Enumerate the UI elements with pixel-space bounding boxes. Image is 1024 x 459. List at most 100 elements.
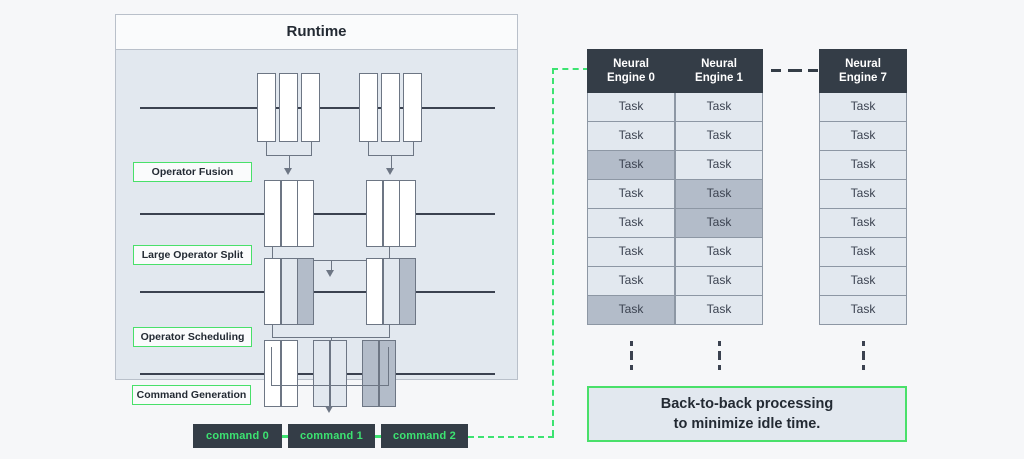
split-operator-segment bbox=[297, 258, 314, 325]
command-chip-0[interactable]: command 0 bbox=[193, 424, 282, 448]
task-cell[interactable]: Task bbox=[819, 151, 907, 180]
flow-line-row3 bbox=[140, 291, 495, 293]
engine-title-line1: Neural bbox=[845, 58, 881, 70]
command-chip-1[interactable]: command 1 bbox=[288, 424, 375, 448]
engine-column-1: Neural Engine 1 Task Task Task Task Task… bbox=[675, 49, 763, 325]
fused-operator-segment bbox=[264, 180, 281, 247]
task-cell[interactable]: Task bbox=[819, 296, 907, 325]
operator-block bbox=[279, 73, 298, 142]
continuation-dot bbox=[862, 351, 865, 360]
ellipsis-dash-icon bbox=[771, 69, 781, 72]
continuation-dot bbox=[862, 365, 865, 370]
merge-stem bbox=[390, 156, 392, 170]
engine-header-1: Neural Engine 1 bbox=[675, 49, 763, 93]
arrow-head-icon bbox=[326, 270, 334, 277]
stage-label-large-operator-split: Large Operator Split bbox=[133, 245, 252, 265]
task-cell[interactable]: Task bbox=[587, 180, 675, 209]
task-cell[interactable]: Task bbox=[587, 151, 675, 180]
task-cell[interactable]: Task bbox=[675, 122, 763, 151]
engine-title-line1: Neural bbox=[701, 58, 737, 70]
merge-bracket bbox=[266, 142, 312, 156]
split-operator-segment bbox=[366, 258, 383, 325]
flow-line-row2 bbox=[140, 213, 495, 215]
fused-operator-segment bbox=[280, 180, 298, 247]
task-cell[interactable]: Task bbox=[819, 93, 907, 122]
task-cell[interactable]: Task bbox=[675, 267, 763, 296]
task-cell[interactable]: Task bbox=[587, 296, 675, 325]
arrow-head-icon bbox=[284, 168, 292, 175]
runtime-title: Runtime bbox=[116, 15, 517, 50]
continuation-dot bbox=[630, 365, 633, 370]
task-cell[interactable]: Task bbox=[587, 267, 675, 296]
dispatch-route-vertical bbox=[552, 68, 554, 436]
task-cell[interactable]: Task bbox=[819, 122, 907, 151]
task-cell[interactable]: Task bbox=[675, 209, 763, 238]
continuation-dot bbox=[630, 351, 633, 360]
merge-bracket bbox=[272, 247, 390, 261]
task-cell[interactable]: Task bbox=[675, 238, 763, 267]
stage-label-operator-fusion: Operator Fusion bbox=[133, 162, 252, 182]
split-operator-segment bbox=[280, 258, 298, 325]
ellipsis-dash-icon bbox=[808, 69, 818, 72]
split-operator-segment bbox=[264, 258, 281, 325]
scheduled-operator-segment bbox=[378, 340, 396, 407]
merge-stem bbox=[288, 156, 290, 170]
task-cell[interactable]: Task bbox=[675, 296, 763, 325]
dispatch-route-bottom bbox=[468, 436, 554, 438]
ellipsis-dash-icon bbox=[788, 69, 802, 72]
fused-operator-segment bbox=[297, 180, 314, 247]
split-operator-segment bbox=[399, 258, 416, 325]
engine-title-line2: Engine 7 bbox=[839, 72, 887, 84]
callout-line-1: Back-to-back processing bbox=[660, 396, 834, 412]
merge-stem bbox=[330, 261, 332, 272]
split-operator-segment bbox=[382, 258, 400, 325]
merge-bracket bbox=[368, 142, 414, 156]
scheduled-operator-segment bbox=[329, 340, 347, 407]
stage-label-operator-scheduling: Operator Scheduling bbox=[133, 327, 252, 347]
command-merge-stem bbox=[329, 386, 331, 408]
arrow-head-icon bbox=[325, 406, 333, 413]
arrow-head-icon bbox=[386, 168, 394, 175]
task-cell[interactable]: Task bbox=[819, 180, 907, 209]
command-connector bbox=[282, 435, 288, 438]
task-cell[interactable]: Task bbox=[675, 180, 763, 209]
continuation-dot bbox=[630, 341, 633, 346]
task-cell[interactable]: Task bbox=[819, 238, 907, 267]
command-connector bbox=[375, 435, 381, 438]
merge-bracket bbox=[272, 325, 390, 338]
stage-label-command-generation: Command Generation bbox=[132, 385, 251, 405]
operator-block bbox=[301, 73, 320, 142]
task-cell[interactable]: Task bbox=[819, 209, 907, 238]
continuation-dot bbox=[718, 341, 721, 346]
dispatch-route-top bbox=[552, 68, 589, 70]
task-cell[interactable]: Task bbox=[675, 93, 763, 122]
operator-block bbox=[381, 73, 400, 142]
continuation-dot bbox=[862, 341, 865, 346]
command-merge-bracket bbox=[271, 347, 389, 386]
operator-block bbox=[257, 73, 276, 142]
operator-block bbox=[359, 73, 378, 142]
runtime-pipeline: Operator Fusion Large Operator Split Ope… bbox=[116, 50, 517, 407]
task-cell[interactable]: Task bbox=[587, 238, 675, 267]
runtime-panel: Runtime bbox=[115, 14, 518, 407]
fused-operator-segment bbox=[382, 180, 400, 247]
task-cell[interactable]: Task bbox=[675, 151, 763, 180]
task-cell[interactable]: Task bbox=[819, 267, 907, 296]
command-chip-2[interactable]: command 2 bbox=[381, 424, 468, 448]
task-cell[interactable]: Task bbox=[587, 209, 675, 238]
task-cell[interactable]: Task bbox=[587, 122, 675, 151]
operator-block bbox=[403, 73, 422, 142]
fused-operator-segment bbox=[366, 180, 383, 247]
callout-box: Back-to-back processing to minimize idle… bbox=[587, 386, 907, 442]
fused-operator-segment bbox=[399, 180, 416, 247]
continuation-dot bbox=[718, 351, 721, 360]
task-cell[interactable]: Task bbox=[587, 93, 675, 122]
callout-line-2: to minimize idle time. bbox=[673, 416, 821, 432]
engine-title-line1: Neural bbox=[613, 58, 649, 70]
scheduled-operator-segment bbox=[280, 340, 298, 407]
engine-column-0: Neural Engine 0 Task Task Task Task Task… bbox=[587, 49, 675, 325]
engine-column-7: Neural Engine 7 Task Task Task Task Task… bbox=[819, 49, 907, 325]
engine-header-7: Neural Engine 7 bbox=[819, 49, 907, 93]
engine-header-0: Neural Engine 0 bbox=[587, 49, 675, 93]
